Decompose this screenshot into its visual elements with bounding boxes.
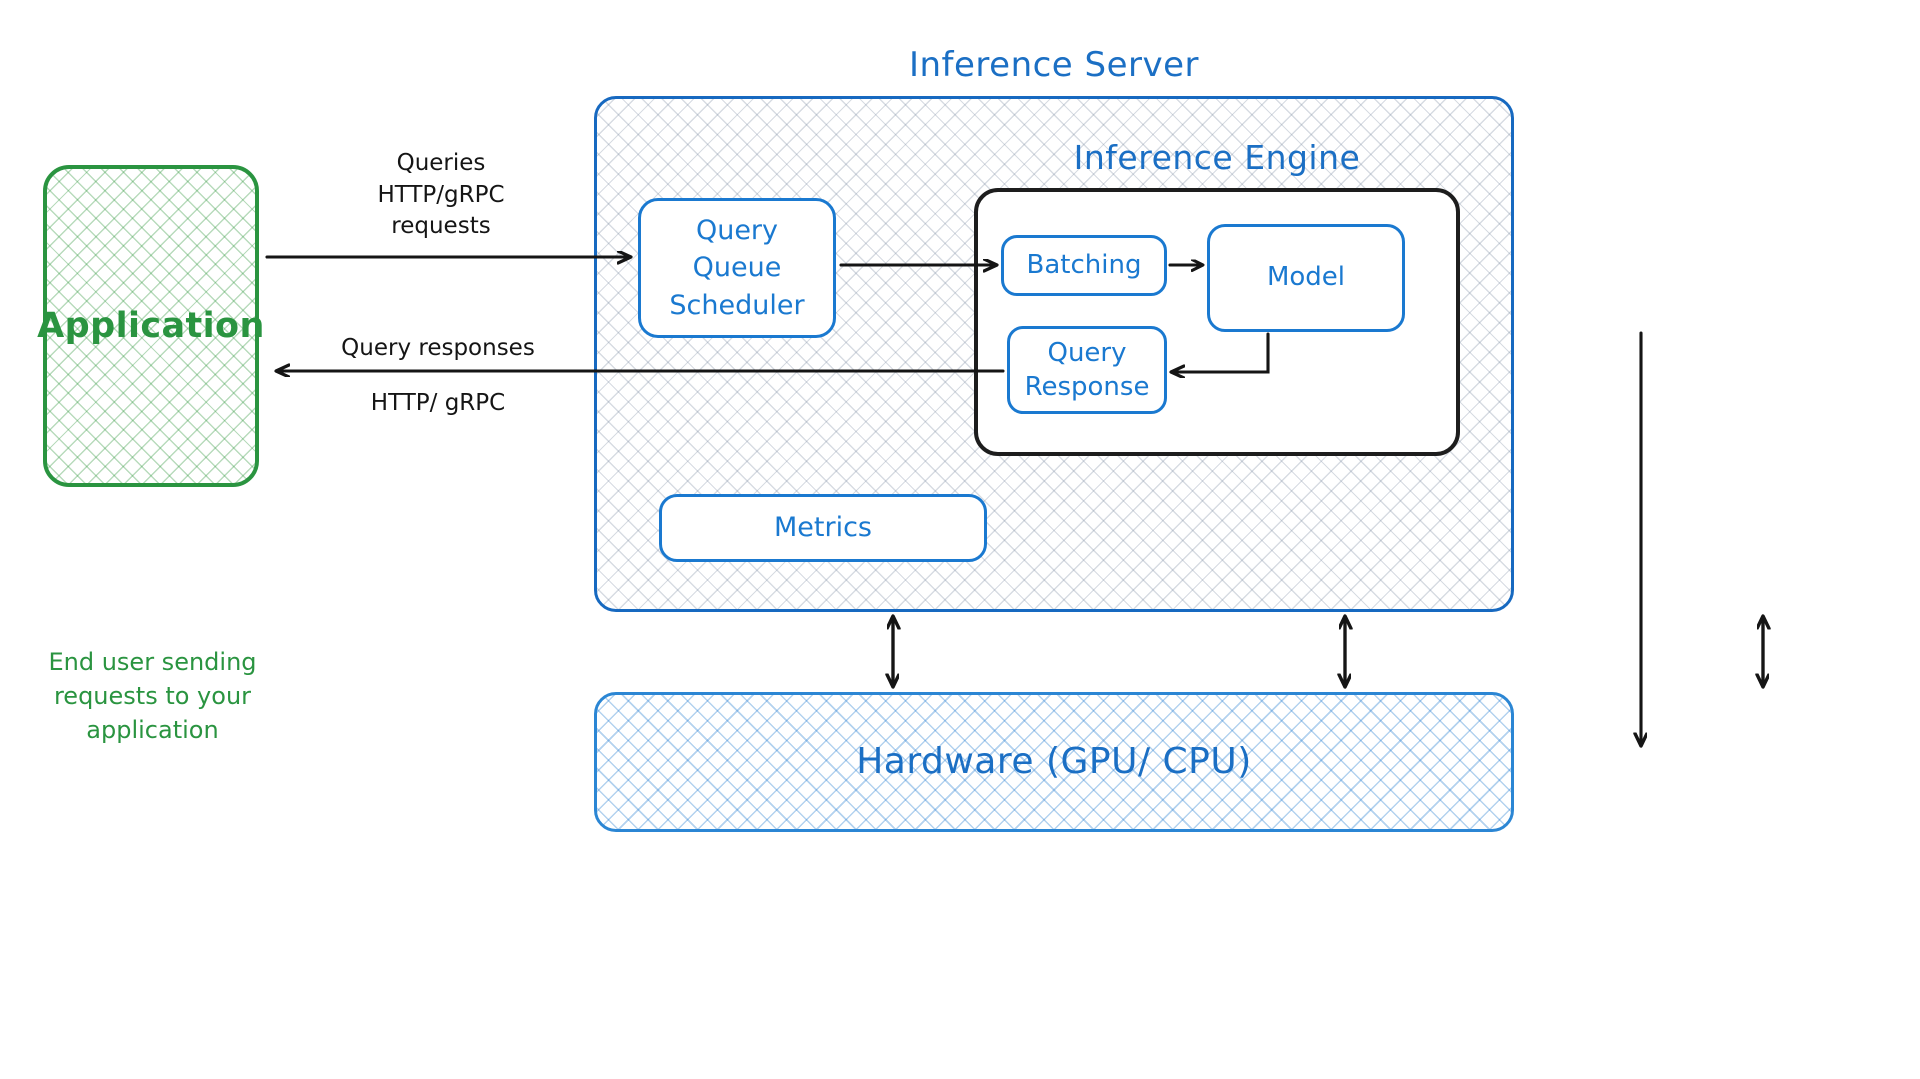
- edge-label-queries: Queries HTTP/gRPC requests: [377, 150, 505, 240]
- node-query-response-label: Query Response: [1024, 337, 1150, 402]
- node-batching-label: Batching: [1026, 249, 1142, 280]
- node-application[interactable]: Application: [37, 165, 264, 487]
- inference-server-title: Inference Server: [908, 45, 1200, 85]
- node-hardware[interactable]: Hardware (GPU/ CPU): [594, 692, 1514, 832]
- node-metrics[interactable]: Metrics: [659, 494, 987, 562]
- node-application-label: Application: [37, 305, 265, 346]
- node-batching[interactable]: Batching: [1001, 235, 1167, 296]
- edge-label-query-responses: Query responses: [341, 335, 535, 361]
- application-caption: End user sending requests to your applic…: [48, 648, 257, 745]
- node-model-label: Model: [1266, 262, 1346, 293]
- edge-server-hardware-bidirectional: [893, 617, 1763, 686]
- node-query-queue-scheduler[interactable]: Query Queue Scheduler: [638, 198, 836, 338]
- node-query-response[interactable]: Query Response: [1007, 326, 1167, 414]
- edge-label-query-responses-protocol: HTTP/ gRPC: [370, 390, 506, 416]
- node-query-queue-scheduler-label: Query Queue Scheduler: [669, 215, 805, 321]
- inference-engine-title: Inference Engine: [1073, 138, 1361, 177]
- node-model[interactable]: Model: [1207, 224, 1405, 332]
- node-metrics-label: Metrics: [773, 511, 872, 543]
- node-hardware-label: Hardware (GPU/ CPU): [856, 741, 1252, 783]
